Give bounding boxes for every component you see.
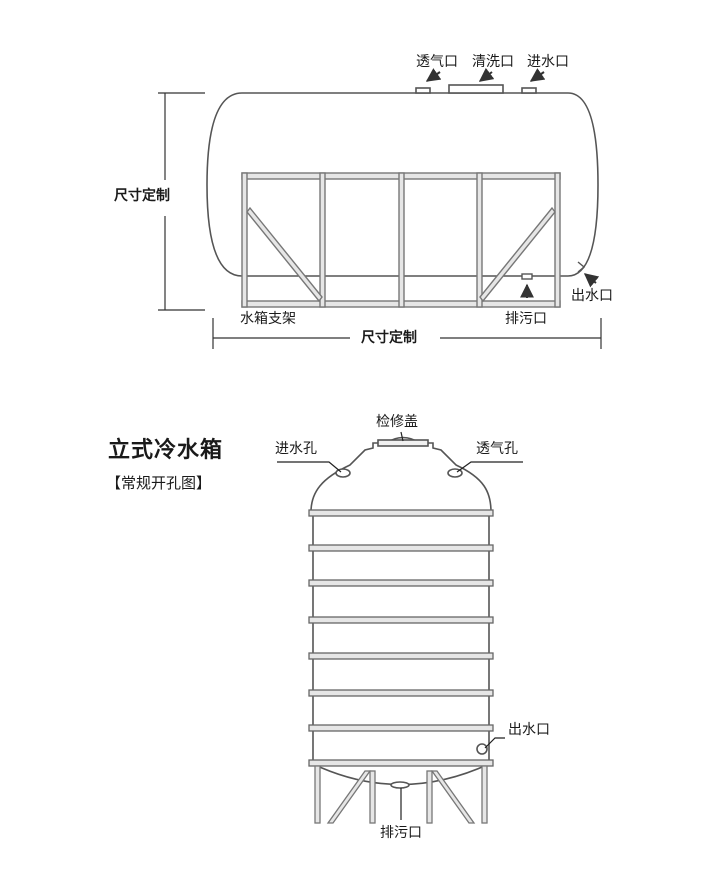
leader-lines (277, 431, 523, 820)
vertical-tank-subtitle: 【常规开孔图】 (106, 474, 212, 492)
label-inlet-hole: 进水孔 (275, 441, 317, 457)
label-clean-port: 清洗口 (472, 54, 514, 70)
dimension-lines (158, 92, 602, 349)
reinforcing-rings (308, 509, 494, 767)
vertical-tank-title: 立式冷水箱 (108, 438, 224, 463)
label-inlet-port: 进水口 (527, 54, 569, 70)
tank-legs (314, 765, 488, 824)
port-arrows (425, 67, 600, 298)
label-vertical-drain: 排污口 (380, 825, 422, 841)
label-vent-hole: 透气孔 (476, 441, 518, 457)
vertical-tank (310, 436, 492, 789)
label-width-dimension: 尺寸定制 (361, 330, 417, 346)
label-stand: 水箱支架 (240, 311, 296, 327)
tank-stand-frame (241, 172, 561, 308)
label-vent-port: 透气口 (416, 54, 458, 70)
label-outlet-port: 出水口 (571, 288, 613, 304)
label-inspection-cover: 检修盖 (376, 414, 418, 430)
label-height-dimension: 尺寸定制 (114, 188, 170, 204)
label-vertical-outlet: 出水口 (508, 722, 550, 738)
label-drain-port: 排污口 (505, 311, 547, 327)
